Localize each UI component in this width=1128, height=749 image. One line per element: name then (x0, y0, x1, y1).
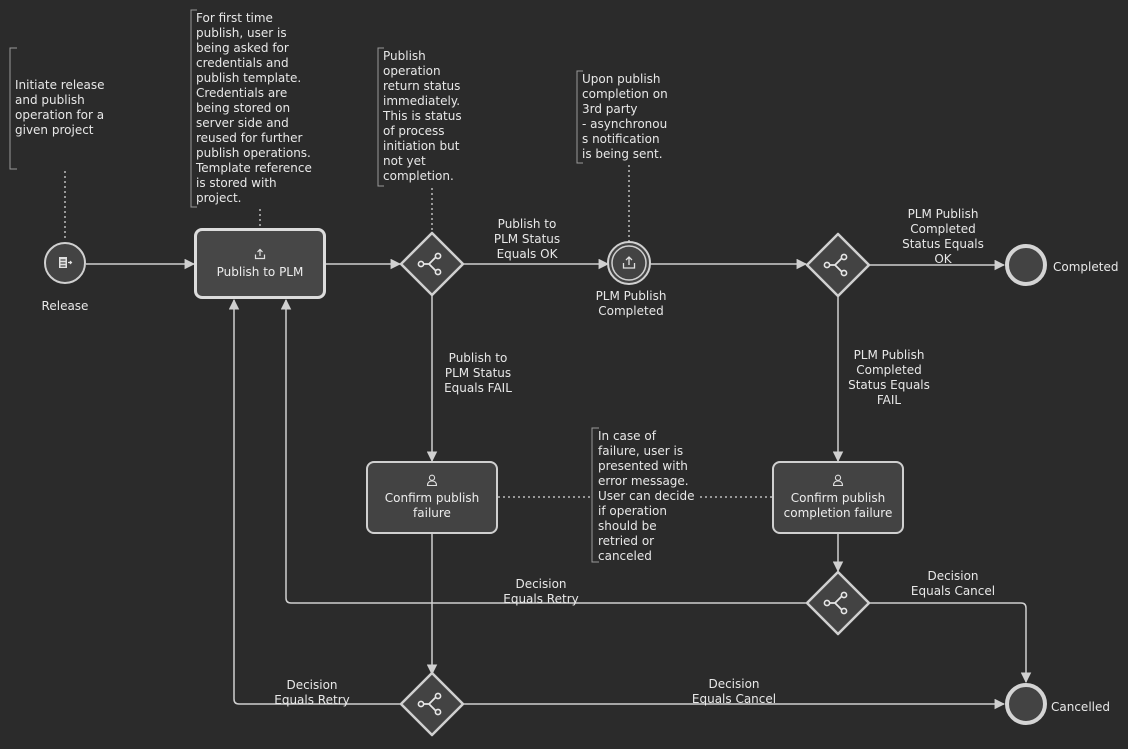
failure-annotation-bracket (591, 427, 599, 563)
flow-retry-lower (228, 298, 400, 705)
flow-label-status-fail: Publish to PLM Status Equals FAIL (444, 351, 512, 395)
gateway-publish-status[interactable] (399, 231, 465, 297)
branch-icon (823, 253, 848, 277)
task-publish-label: Publish to PLM (216, 264, 304, 279)
end-event-cancelled[interactable] (1005, 683, 1047, 725)
message-send-icon (59, 257, 73, 268)
flow-label-completed-ok: PLM Publish Completed Status Equals OK (902, 207, 984, 266)
branch-icon (417, 692, 442, 716)
task-confirm-publish-failure-label: Confirm publish failure (384, 491, 480, 520)
annotation-brackets (9, 9, 599, 563)
annotation-release: Initiate release and publish operation f… (15, 78, 105, 137)
sequence-flows (86, 258, 1032, 710)
flow-label-cancel-lower: Decision Equals Cancel (691, 677, 777, 706)
annotation-status: Publish operation return status immediat… (383, 49, 462, 183)
gateway-completion-decision[interactable] (805, 570, 871, 636)
task-confirm-completion-failure[interactable]: Confirm publish completion failure (772, 461, 904, 534)
user-icon (426, 474, 438, 488)
flow-retry-upper (280, 298, 806, 604)
flow-label-retry-upper: Decision Equals Retry (503, 577, 579, 606)
start-event-label: Release (41, 299, 89, 313)
gateway-publish-decision[interactable] (399, 671, 465, 737)
end-event-cancelled-label: Cancelled (1051, 700, 1110, 714)
completion-annotation-bracket (576, 70, 583, 164)
flow-label-status-ok: Publish to PLM Status Equals OK (493, 217, 561, 261)
task-publish-to-plm[interactable]: Publish to PLM (194, 228, 326, 299)
status-annotation-bracket (377, 47, 384, 187)
flow-label-completed-fail: PLM Publish Completed Status Equals FAIL (848, 348, 930, 407)
annotation-completion: Upon publish completion on 3rd party - a… (582, 72, 668, 161)
intermediate-event[interactable] (607, 241, 651, 285)
flow-label-cancel-upper: Decision Equals Cancel (910, 569, 996, 598)
annotation-publish: For first time publish, user is being as… (196, 11, 312, 205)
intermediate-event-label: PLM Publish Completed (595, 289, 667, 318)
upload-icon (622, 256, 636, 269)
upload-icon (254, 248, 266, 262)
flow-cancel-upper (870, 602, 1032, 684)
branch-icon (823, 591, 848, 615)
end-event-completed[interactable] (1005, 244, 1047, 286)
task-confirm-completion-failure-label: Confirm publish completion failure (783, 491, 893, 520)
annotation-failure: In case of failure, user is presented wi… (598, 429, 695, 563)
gateway-completion-status[interactable] (805, 232, 871, 298)
user-icon (832, 474, 844, 488)
publish-annotation-bracket (190, 9, 197, 208)
end-event-completed-label: Completed (1053, 260, 1119, 274)
start-event[interactable] (44, 242, 86, 284)
associations (64, 165, 773, 498)
branch-icon (417, 252, 442, 276)
flow-label-retry-lower: Decision Equals Retry (274, 678, 350, 707)
release-annotation-bracket (9, 47, 17, 170)
task-confirm-publish-failure[interactable]: Confirm publish failure (366, 461, 498, 534)
